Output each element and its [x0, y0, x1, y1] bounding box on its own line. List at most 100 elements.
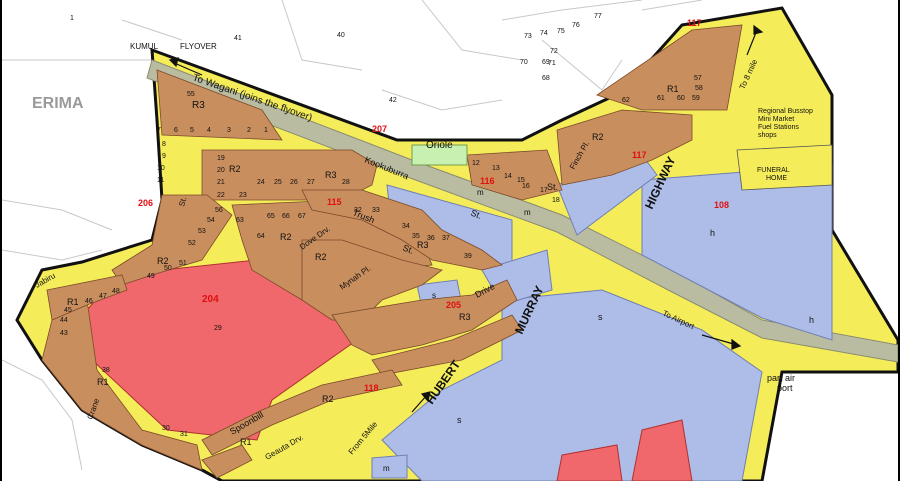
lot-number: 62 — [622, 97, 630, 104]
lot-number: 58 — [695, 85, 703, 92]
lot-number: 30 — [162, 425, 170, 432]
lots-west-row — [111, 194, 233, 286]
lot-number: 53 — [198, 228, 206, 235]
lot-number: 5 — [190, 127, 194, 134]
lots-mynah — [301, 239, 443, 321]
lot-number: 21 — [217, 179, 225, 186]
lot-number: 50 — [164, 265, 172, 272]
lot-number: 44 — [60, 317, 68, 324]
section-204: 204 — [202, 294, 219, 305]
lot-number: 15 — [517, 177, 525, 184]
zone-r3-northwest: R3 — [192, 100, 205, 111]
bg-street — [421, 0, 523, 61]
lot-number: 46 — [85, 298, 93, 305]
lot-number: 22 — [217, 192, 225, 199]
bg-street — [541, 39, 623, 91]
zone-r1-southwest: R1 — [97, 377, 109, 387]
zone-r2-finch: R2 — [592, 132, 604, 142]
label-port: port — [777, 383, 793, 393]
place-flyover: FLYOVER — [180, 42, 217, 51]
lots-spoonbill — [201, 369, 403, 456]
lot-number: 68 — [542, 75, 550, 82]
lot-number: 16 — [522, 183, 530, 190]
lot-number: 14 — [504, 173, 512, 180]
lot-number: 12 — [472, 160, 480, 167]
lot-number: 77 — [594, 13, 602, 20]
zone-h-1: h — [710, 228, 715, 238]
arrow-from-5mile-head — [420, 391, 431, 403]
red-lot-204 — [86, 254, 358, 441]
road-st-4: St. — [547, 182, 558, 192]
brown-lots — [41, 24, 743, 479]
direction-arrows — [168, 24, 764, 413]
lot-number: 1 — [70, 15, 74, 22]
zone-r2-west: R2 — [157, 256, 169, 266]
lot-number: 38 — [102, 367, 110, 374]
section-117-north: 117 — [687, 18, 702, 28]
bg-street — [121, 19, 183, 41]
section-108: 108 — [714, 200, 729, 210]
lot-number: 71 — [548, 60, 556, 67]
zone-r2-kookuburra: R2 — [229, 164, 241, 174]
lot-number: 2 — [247, 127, 251, 134]
arrow-to-airport-head — [731, 338, 742, 350]
lot-number: 64 — [257, 233, 265, 240]
zone-r1-geauta: R1 — [240, 437, 252, 447]
lot-number: 49 — [147, 273, 155, 280]
bg-street — [2, 359, 83, 471]
road-st-3: St. — [177, 196, 188, 208]
lot-number: 24 — [257, 179, 265, 186]
lot-number: 48 — [112, 288, 120, 295]
zone-s-3: s — [432, 291, 436, 300]
lots-finch-lower — [466, 149, 563, 201]
lot-number: 18 — [552, 197, 560, 204]
arrow-to-8mile-head — [753, 24, 764, 35]
zone-s-1: s — [598, 312, 603, 322]
arrow-to-airport — [701, 334, 738, 346]
lot-number: 32 — [354, 207, 362, 214]
red-lot-se1 — [631, 419, 693, 481]
funeral-home-lot — [736, 144, 833, 191]
lot-number: 60 — [677, 95, 685, 102]
lot-number: 52 — [188, 240, 196, 247]
bg-street — [381, 89, 503, 111]
zone-s-2: s — [457, 415, 462, 425]
label-minimarket: Mini Market — [758, 116, 794, 123]
lots-west-strip — [46, 274, 128, 321]
lot-number: 27 — [307, 179, 315, 186]
place-kumul: KUMUL — [130, 42, 159, 51]
label-busstop: Regional Busstop — [758, 108, 813, 115]
place-home: HOME — [766, 175, 787, 182]
lot-number: 47 — [99, 293, 107, 300]
section-205: 205 — [446, 300, 461, 310]
blue-lot-m — [371, 454, 408, 479]
zone-m-1: m — [477, 188, 484, 197]
lots-northwest — [156, 69, 283, 141]
lot-number: 37 — [442, 235, 450, 242]
lot-number: 63 — [236, 217, 244, 224]
lot-number: 28 — [342, 179, 350, 186]
lot-number: 54 — [207, 217, 215, 224]
lot-number: 17 — [540, 187, 548, 194]
zone-r3-drive: R3 — [459, 312, 471, 322]
background-streets — [2, 0, 703, 471]
lot-number: 72 — [550, 48, 558, 55]
bg-street — [2, 199, 113, 231]
lot-number: 20 — [217, 167, 225, 174]
lot-number: 13 — [492, 165, 500, 172]
bg-street — [641, 0, 703, 11]
lot-number: 73 — [524, 33, 532, 40]
section-117-finch: 117 — [632, 150, 647, 160]
oriole-park — [411, 144, 468, 166]
place-erima: ERIMA — [32, 95, 84, 112]
lot-number: 67 — [298, 213, 306, 220]
lot-number: 45 — [64, 307, 72, 314]
red-lot-se2 — [556, 444, 623, 481]
lot-number: 41 — [234, 35, 242, 42]
road-st-2: St. — [401, 243, 415, 256]
section-116: 116 — [480, 176, 495, 186]
lot-number: 23 — [239, 192, 247, 199]
lot-number: 40 — [337, 32, 345, 39]
lot-number: 7 — [157, 127, 161, 134]
